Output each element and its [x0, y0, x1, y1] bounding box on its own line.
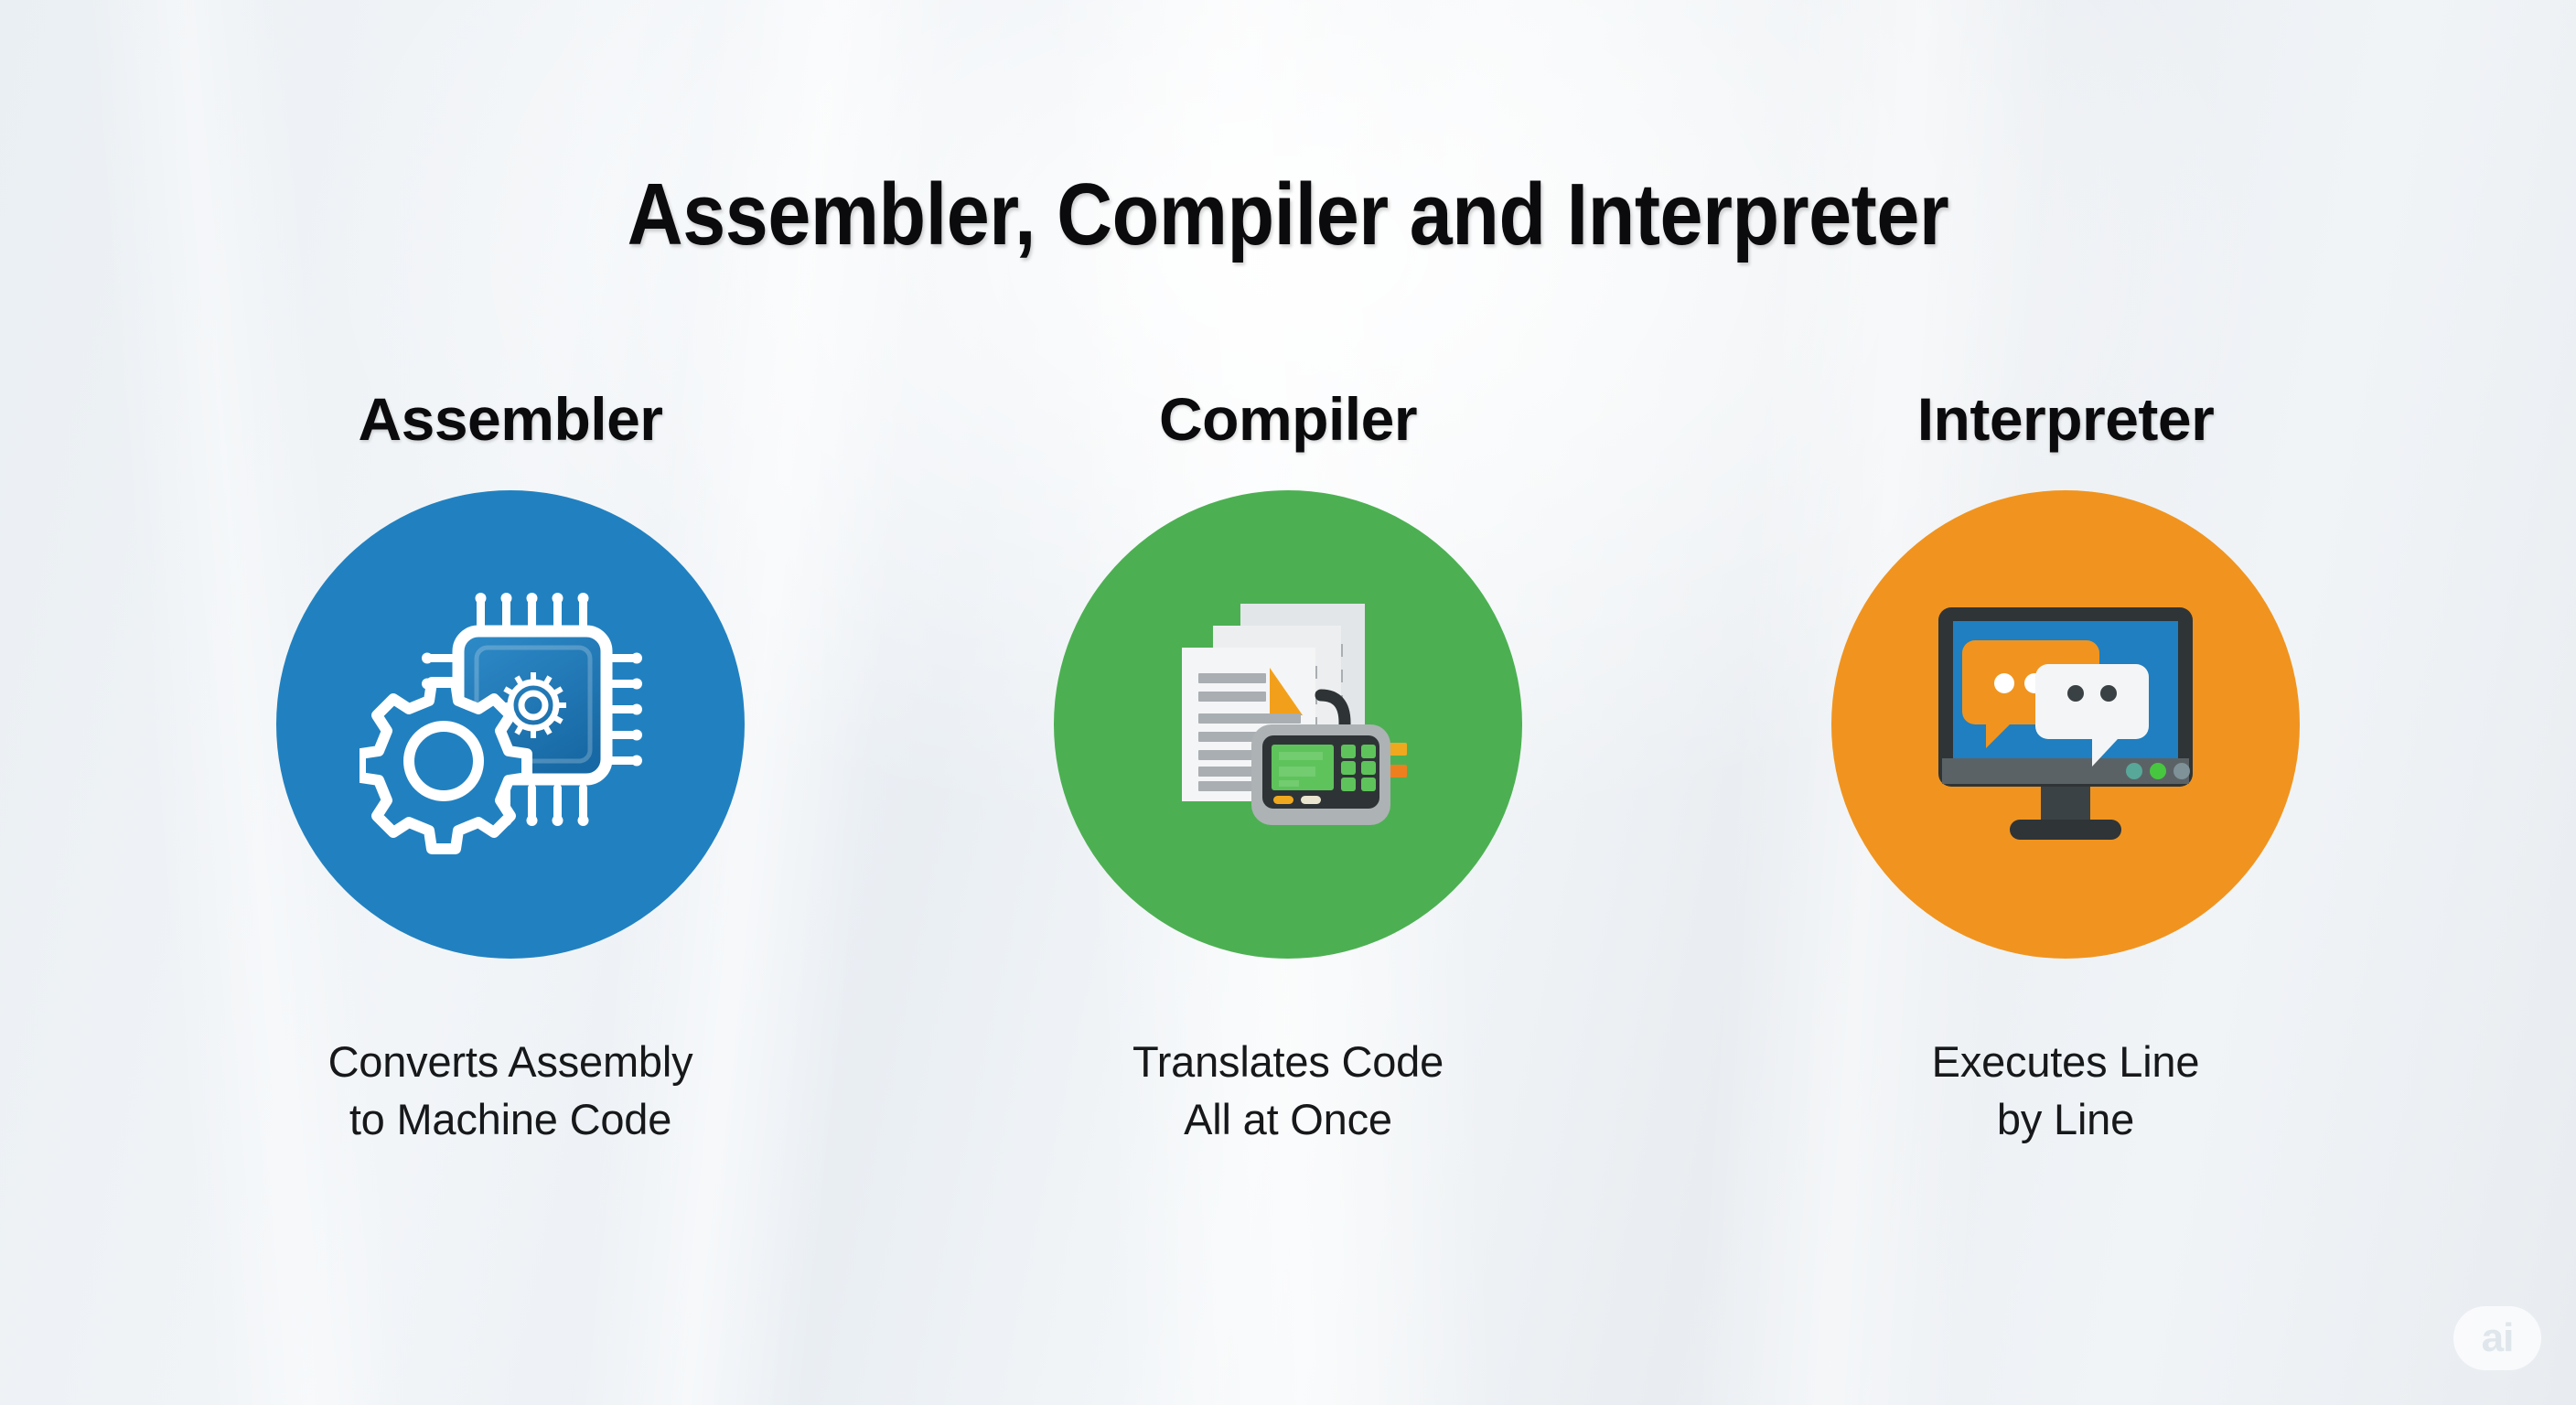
column-heading-compiler: Compiler — [1158, 385, 1418, 453]
caption-line-2: by Line — [1996, 1094, 2135, 1143]
icon-circle-interpreter — [1831, 490, 2300, 959]
column-heading-assembler: Assembler — [358, 385, 663, 453]
caption-line-2: to Machine Code — [349, 1094, 672, 1143]
documents-and-handheld-device-icon — [1182, 604, 1407, 825]
column-heading-interpreter: Interpreter — [1916, 385, 2215, 453]
page-title: Assembler, Compiler and Interpreter — [627, 166, 1949, 263]
gear-and-cpu-chip-icon — [360, 593, 642, 854]
column-compiler: Compiler — [940, 384, 1636, 1148]
column-assembler: Assembler — [163, 384, 858, 1148]
monitor-with-speech-bubbles-icon — [1938, 607, 2193, 840]
caption-assembler: Converts Assembly to Machine Code — [328, 1034, 693, 1148]
caption-line-1: Executes Line — [1931, 1037, 2200, 1086]
watermark-logo: ai — [2453, 1306, 2541, 1370]
watermark-label: ai — [2481, 1315, 2515, 1360]
caption-line-2: All at Once — [1184, 1094, 1392, 1143]
icon-circle-assembler — [276, 490, 745, 959]
concept-columns: Assembler — [0, 384, 2576, 1148]
caption-compiler: Translates Code All at Once — [1132, 1034, 1444, 1148]
caption-line-1: Converts Assembly — [327, 1037, 693, 1086]
column-interpreter: Interpreter — [1718, 384, 2413, 1148]
caption-line-1: Translates Code — [1132, 1037, 1444, 1086]
icon-circle-compiler — [1054, 490, 1522, 959]
caption-interpreter: Executes Line by Line — [1932, 1034, 2200, 1148]
